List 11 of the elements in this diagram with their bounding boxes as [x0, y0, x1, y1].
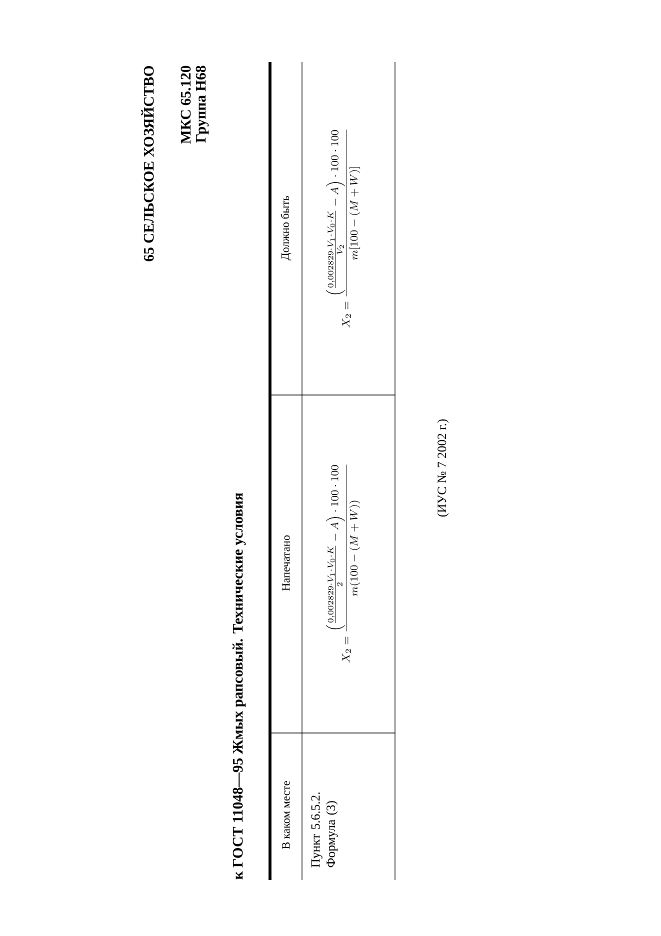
formula: $X_2=\frac{\left(\frac{0{,}002829\cdot V_1\cdot V_0\cdot K}{2}-A\right)\cdot 100\cdot 100}{m(100-(M+W))}$	[326, 464, 360, 663]
note: (ИУС № 7 2002 г.)	[437, 419, 449, 517]
column-header: В каком месте	[282, 781, 290, 849]
heading: 65 СЕЛЬСКОЕ ХОЗЯЙСТВО	[141, 66, 154, 262]
formula: $X_2=\frac{\left(\frac{0{,}002829\cdot V_1\cdot V_0\cdot K}{V_2}-A\right)\cdot 100\cdot 100}{m[100-(M+W)]}$	[326, 130, 360, 328]
heading: к ГОСТ 11048—95 Жмых рапсовый. Технические условия	[232, 492, 246, 880]
heading: МКС 65.120	[180, 66, 191, 144]
table-text: Пункт 5.6.5.2. Формула (3)	[311, 792, 338, 868]
heading: Группа Н68	[196, 66, 209, 143]
column-header: Напечатано	[282, 535, 290, 591]
column-header: Должно быть	[280, 196, 292, 260]
